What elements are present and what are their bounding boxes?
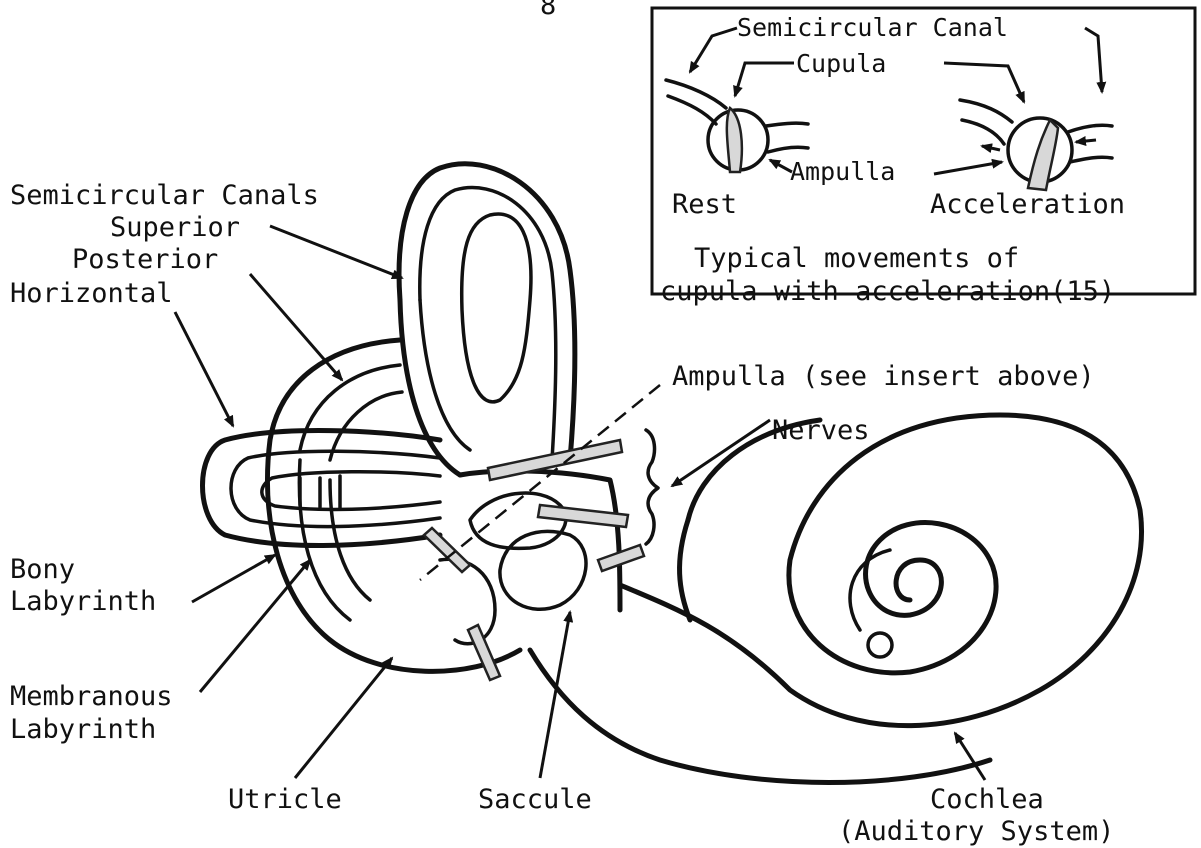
insert-label-semicircular-canal: Semicircular Canal xyxy=(737,13,1008,42)
label-bony-line-1: Bony xyxy=(10,554,75,585)
label-membranous-line-1: Membranous xyxy=(10,681,173,712)
nerve-bundle-5 xyxy=(468,625,500,680)
superior-canal xyxy=(399,164,575,460)
insert-arrow-cupula-left xyxy=(735,63,794,96)
label-auditory-system: (Auditory System) xyxy=(838,816,1114,847)
insert-label-acceleration: Acceleration xyxy=(930,189,1125,220)
arrow-horizontal xyxy=(175,312,233,426)
insert-label-ampulla: Ampulla xyxy=(790,157,895,186)
label-ampulla: Ampulla (see insert above) xyxy=(672,361,1095,392)
label-bony-line-2: Labyrinth xyxy=(10,586,156,617)
insert-caption-line-1: Typical movements of xyxy=(694,243,1019,274)
arrow-posterior xyxy=(250,274,342,380)
flow-arrow-left xyxy=(982,146,1000,150)
ampulla-acceleration-drawing xyxy=(960,100,1112,190)
nerve-bundle-4 xyxy=(424,528,470,572)
insert-arrow-ampulla-right xyxy=(934,162,1002,174)
arrow-bony-labyrinth xyxy=(192,555,275,602)
label-nerves: Nerves xyxy=(772,415,870,446)
insert-label-rest: Rest xyxy=(672,189,737,220)
flow-arrow-right xyxy=(1076,140,1096,142)
insert-arrow-canal-left xyxy=(690,28,737,72)
arrow-nerves xyxy=(672,420,770,486)
nerves-brace xyxy=(646,430,658,544)
label-horizontal: Horizontal xyxy=(10,278,173,309)
arrow-cochlea xyxy=(955,733,985,780)
arrow-membranous-labyrinth xyxy=(200,560,310,692)
insert-label-cupula: Cupula xyxy=(796,49,886,78)
label-membranous-line-2: Labyrinth xyxy=(10,714,156,745)
insert-arrow-ampulla-left xyxy=(770,160,792,172)
label-utricle: Utricle xyxy=(228,784,342,815)
insert-arrow-cupula-right xyxy=(944,63,1024,102)
cupula-insert: Semicircular Canal Cupula Ampulla Rest A… xyxy=(652,8,1195,307)
arrow-utricle xyxy=(295,658,392,778)
label-posterior: Posterior xyxy=(72,244,218,275)
label-saccule: Saccule xyxy=(478,784,592,815)
cochlea-spiral xyxy=(620,415,1142,726)
saccule-shape xyxy=(500,531,586,609)
label-cochlea: Cochlea xyxy=(930,784,1044,815)
label-superior: Superior xyxy=(110,212,240,243)
arrow-superior xyxy=(270,226,402,278)
insert-caption-line-2: cupula with acceleration(15) xyxy=(660,276,1115,307)
label-semicircular-canals: Semicircular Canals xyxy=(10,180,319,211)
page-number: 8 xyxy=(540,0,556,21)
insert-arrow-canal-right xyxy=(1085,28,1102,92)
